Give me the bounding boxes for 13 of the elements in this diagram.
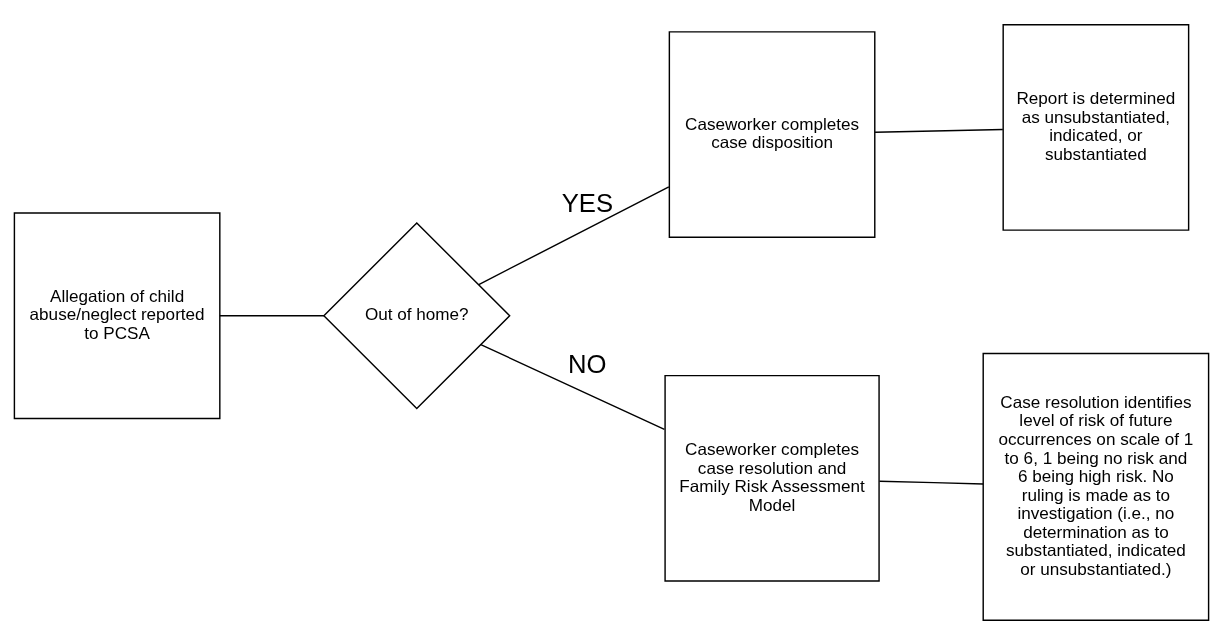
connector [480,343,666,430]
edge-label: YES [561,188,614,217]
node-box: Allegation of child abuse/neglect reported to PCSA [13,211,221,419]
node-box: Caseworker completes case disposition [668,30,876,238]
node-box: Caseworker completes case resolution and Family Risk Assessment Model [664,374,880,582]
connector [219,314,325,316]
edge-label: NO [568,349,607,378]
node-box: Report is determined as unsubstantiated, indicated, or substantiated [1002,23,1190,231]
node-diamond: Out of home? [322,221,511,409]
connector [874,128,1004,133]
connector [878,479,984,485]
connector [478,185,670,285]
node-box: Case resolution identifies level of risk of future occurrences on scale of 1 to 6, 1 being no risk and 6 being high risk. No ruling is made as to investigation (i.e., no determination as to substantiated, indicated or unsubstantiated.) [982,352,1210,621]
